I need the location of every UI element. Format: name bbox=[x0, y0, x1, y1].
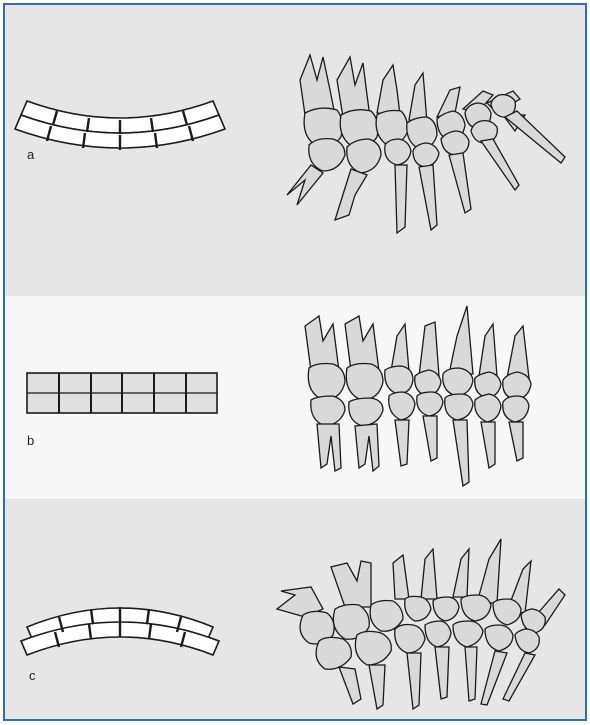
panel-a: a bbox=[5, 5, 585, 296]
figure-frame: a bbox=[3, 3, 587, 721]
panel-c-label: c bbox=[29, 668, 36, 683]
panel-c: c bbox=[5, 499, 585, 721]
panel-c-background bbox=[5, 499, 587, 721]
panel-b: b bbox=[5, 296, 585, 499]
panel-a-label: a bbox=[27, 147, 34, 162]
panel-b-label: b bbox=[27, 433, 34, 448]
panel-a-background bbox=[5, 5, 587, 296]
block-row-b bbox=[27, 373, 217, 413]
panel-b-background bbox=[5, 296, 587, 499]
